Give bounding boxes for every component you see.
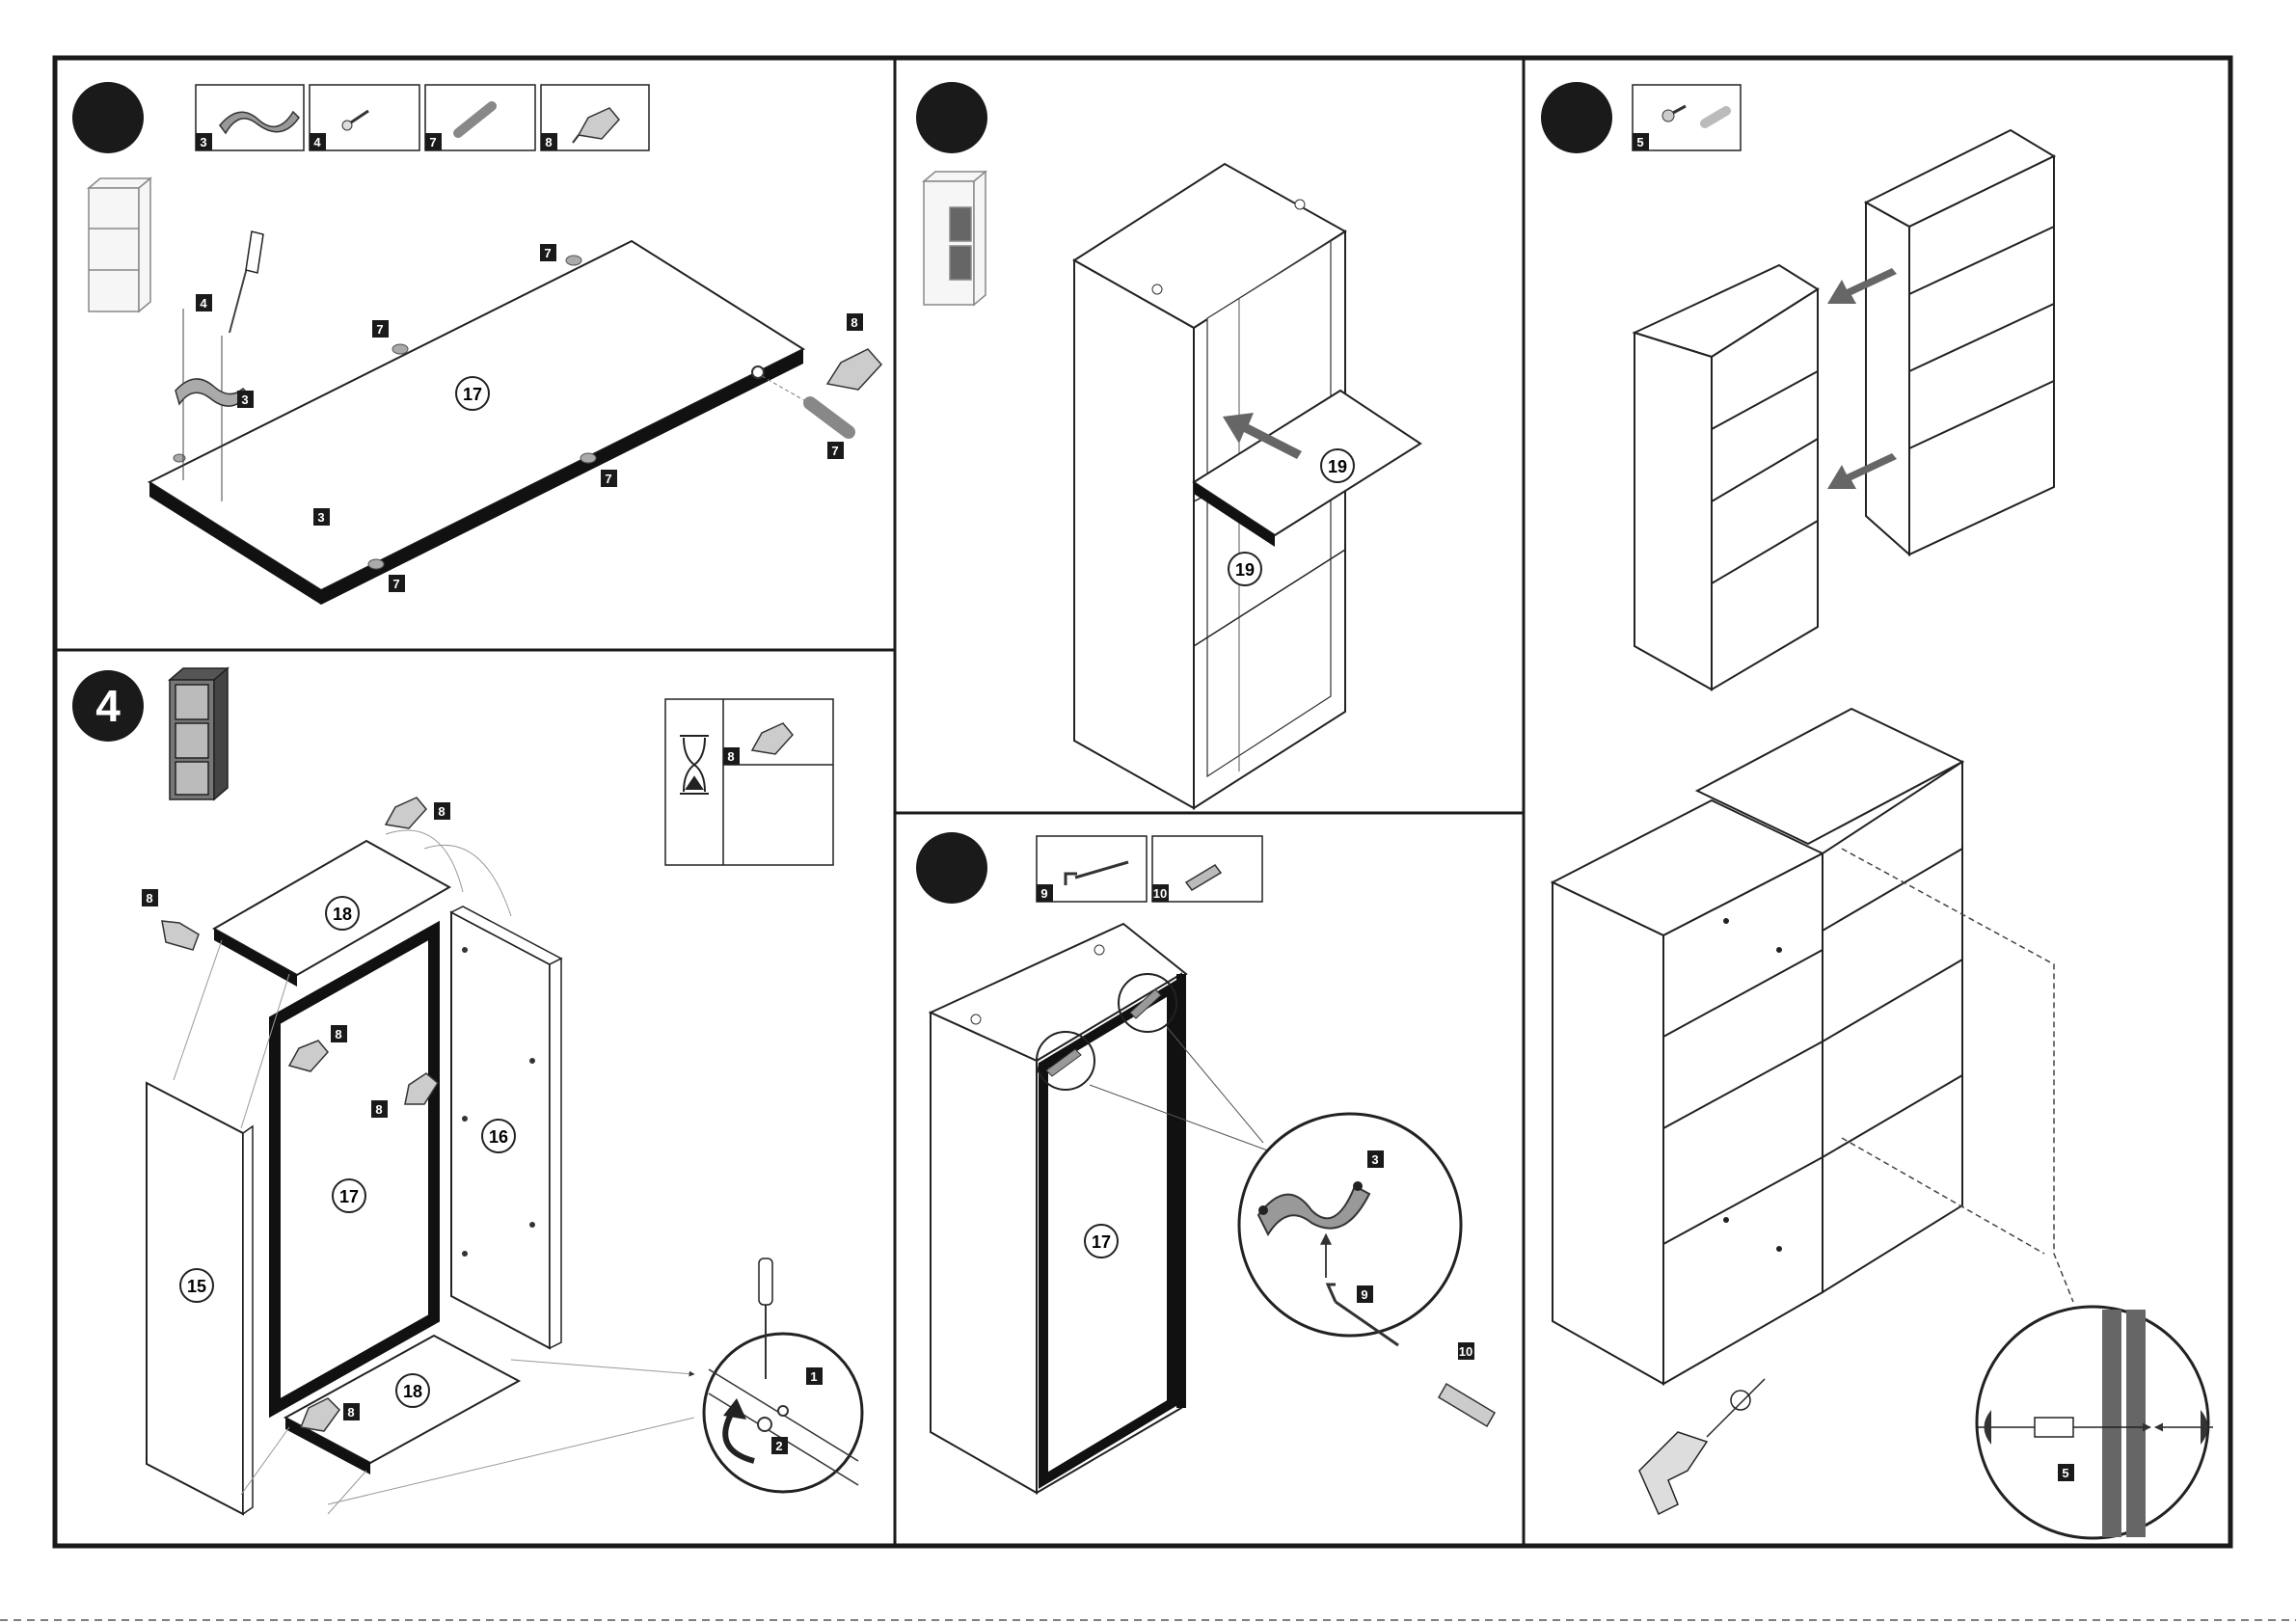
parts-box-row: 9 10 (1037, 836, 1262, 902)
svg-text:18: 18 (403, 1382, 422, 1401)
parts-box-row: 3 4 7 8 (196, 85, 649, 150)
board-17-back: 17 (275, 931, 434, 1408)
svg-text:8: 8 (347, 1405, 354, 1420)
cabinet-pair-separated (1634, 130, 2054, 690)
svg-text:17: 17 (1092, 1232, 1111, 1252)
svg-text:8: 8 (146, 891, 152, 906)
svg-text:18: 18 (333, 905, 352, 924)
svg-text:1: 1 (810, 1369, 817, 1384)
svg-text:3: 3 (1371, 1152, 1378, 1167)
svg-text:7: 7 (544, 246, 551, 260)
step-badge (1541, 82, 1612, 153)
step-number: 4 (95, 681, 121, 731)
detail-circle-connector: 5 (1977, 1307, 2213, 1538)
svg-text:10: 10 (1153, 886, 1167, 901)
svg-text:8: 8 (545, 135, 552, 149)
svg-text:3: 3 (241, 392, 248, 407)
svg-text:8: 8 (375, 1102, 382, 1117)
svg-text:15: 15 (187, 1277, 206, 1296)
cabinet-thumbnail (924, 172, 986, 305)
step-badge (916, 832, 987, 904)
svg-text:17: 17 (463, 385, 482, 404)
svg-text:16: 16 (489, 1127, 508, 1147)
screwdriver-icon (230, 231, 263, 333)
svg-text:19: 19 (1235, 560, 1255, 580)
svg-text:7: 7 (831, 444, 838, 458)
cabinet-17-wall: 17 (931, 924, 1186, 1493)
svg-text:8: 8 (335, 1027, 341, 1041)
svg-text:2: 2 (775, 1439, 782, 1453)
svg-text:5: 5 (1636, 135, 1643, 149)
step-badge (72, 82, 144, 153)
svg-text:7: 7 (605, 472, 611, 486)
svg-text:9: 9 (1040, 886, 1047, 901)
drill-icon (1639, 1379, 1765, 1514)
panel-top-left: 3 4 7 8 17 (72, 82, 881, 605)
board-15-side: 15 (147, 1083, 253, 1514)
cabinet-pair-joined (1553, 709, 1962, 1384)
svg-text:10: 10 (1459, 1344, 1472, 1359)
svg-text:8: 8 (438, 804, 445, 819)
panel-bottom-middle: 9 10 17 3 9 10 (916, 832, 1495, 1493)
cabinet-thumbnail (170, 668, 228, 799)
svg-text:8: 8 (851, 315, 857, 330)
svg-text:4: 4 (313, 135, 321, 149)
step-badge (916, 82, 987, 153)
svg-text:7: 7 (392, 577, 399, 591)
panel-top-middle: 19 19 (916, 82, 1420, 808)
panel-bottom-left: 4 8 18 17 (72, 668, 862, 1514)
cabinet-thumbnail (89, 178, 150, 311)
svg-text:3: 3 (200, 135, 206, 149)
board-17: 17 (149, 241, 881, 605)
svg-text:17: 17 (339, 1187, 359, 1206)
svg-text:7: 7 (429, 135, 436, 149)
svg-text:8: 8 (727, 749, 734, 764)
svg-text:4: 4 (200, 296, 207, 311)
svg-text:3: 3 (317, 510, 324, 525)
svg-text:9: 9 (1361, 1287, 1367, 1302)
wall-plug-icon (1439, 1384, 1495, 1426)
board-16-side: 16 (451, 906, 561, 1348)
svg-text:7: 7 (376, 322, 383, 337)
glue-drying-box: 8 (665, 699, 833, 865)
detail-circle-screw: 1 2 (704, 1258, 862, 1492)
svg-text:5: 5 (2062, 1466, 2068, 1480)
svg-text:19: 19 (1328, 457, 1347, 476)
parts-box: 5 (1633, 85, 1741, 150)
panel-right: 5 (1541, 82, 2213, 1538)
